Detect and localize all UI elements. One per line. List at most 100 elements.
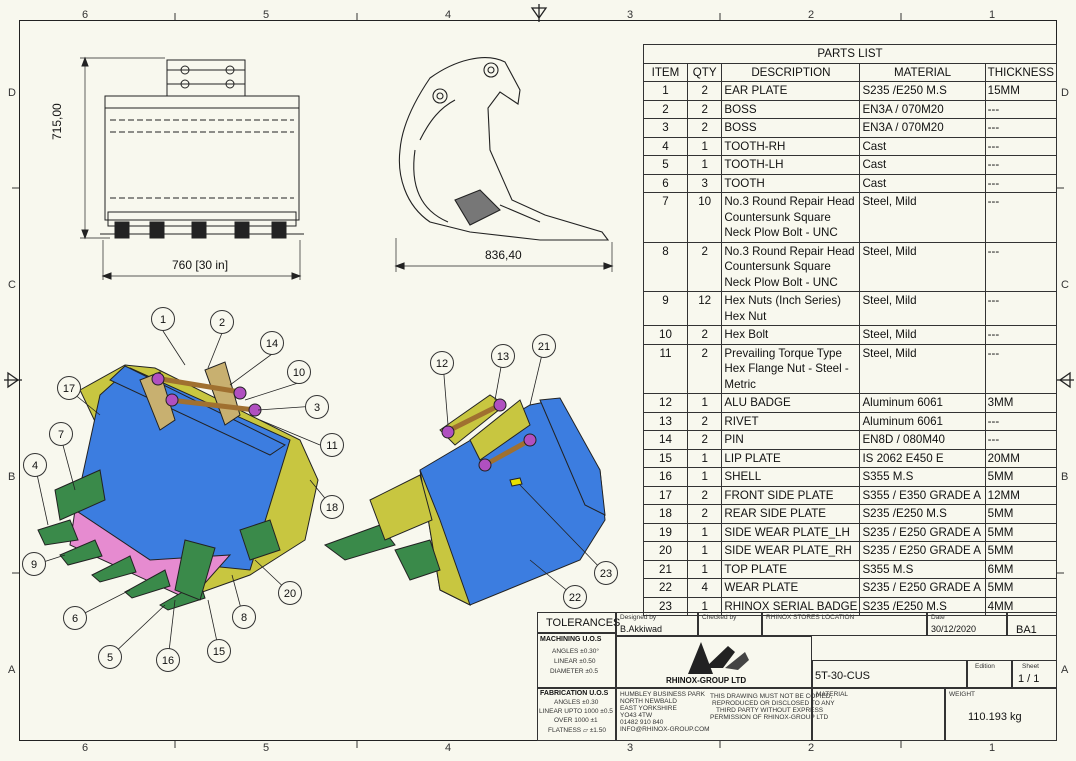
material-cell: S235 / E250 GRADE A (859, 522, 986, 542)
qty-cell: 2 (686, 485, 723, 505)
parts-list-title: PARTS LIST (643, 44, 1057, 64)
balloon-20: 20 (278, 581, 302, 605)
material-cell: Cast (859, 155, 986, 175)
balloon-13: 13 (491, 344, 515, 368)
address-line-2: NORTH NEWBALD (620, 698, 677, 705)
description-cell: WEAR PLATE (721, 578, 861, 598)
description-cell: Hex Nuts (Inch Series) Hex Nut (721, 291, 861, 326)
description-cell: EAR PLATE (721, 81, 861, 101)
notice-line-1: THIS DRAWING MUST NOT BE COPIED, (710, 693, 833, 700)
location-label: RHINOX STORES LOCATION (766, 614, 855, 621)
date-label: Date (931, 614, 945, 621)
balloon-18: 18 (320, 495, 344, 519)
description-cell: TOOTH (721, 173, 861, 193)
sheet-value: 1 / 1 (1018, 673, 1040, 685)
material-cell: S235 / E250 GRADE A (859, 541, 986, 561)
address-line-6: INFO@RHINOX-GROUP.COM (620, 726, 710, 733)
qty-cell: 1 (686, 541, 723, 561)
description-cell: Hex Bolt (721, 325, 861, 345)
thickness-cell: 12MM (984, 485, 1058, 505)
description-cell: RHINOX SERIAL BADGE (721, 596, 861, 616)
header-thickness: THICKNESS (984, 62, 1058, 82)
item-cell: 21 (643, 559, 688, 579)
thickness-cell: 5MM (984, 541, 1058, 561)
description-cell: RIVET (721, 411, 861, 431)
material-cell: S355 M.S (859, 467, 986, 487)
zone-right-A: A (1061, 664, 1069, 676)
weight-value: 110.193 kg (968, 711, 1022, 723)
item-cell: 3 (643, 118, 688, 138)
qty-cell: 2 (686, 325, 723, 345)
material-cell: Steel, Mild (859, 325, 986, 345)
zone-bottom-1: 1 (989, 742, 996, 754)
header-material: MATERIAL (859, 62, 986, 82)
center-mark-right (1056, 371, 1074, 389)
qty-cell: 1 (686, 522, 723, 542)
material-cell: Steel, Mild (859, 291, 986, 326)
thickness-cell: --- (984, 411, 1058, 431)
qty-cell: 2 (686, 99, 723, 119)
checked-by-label: Checked by (702, 614, 737, 621)
item-cell: 13 (643, 411, 688, 431)
balloon-15: 15 (207, 639, 231, 663)
qty-cell: 1 (686, 155, 723, 175)
iso-view-back (323, 394, 606, 607)
address-line-1: HUMBLEY BUSINESS PARK (620, 691, 706, 698)
item-cell: 11 (643, 343, 688, 394)
description-cell: SIDE WEAR PLATE_LH (721, 522, 861, 542)
qty-cell: 3 (686, 173, 723, 193)
header-item: ITEM (643, 62, 688, 82)
qty-cell: 2 (686, 430, 723, 450)
header-qty: QTY (686, 62, 723, 82)
material-cell: S355 M.S (859, 559, 986, 579)
material-cell: Aluminum 6061 (859, 393, 986, 413)
thickness-cell: --- (984, 118, 1058, 138)
qty-cell: 2 (686, 504, 723, 524)
side-view (394, 57, 614, 272)
material-cell: S235 / E250 GRADE A (859, 578, 986, 598)
fabrication-line-3: OVER 1000 ±1 (554, 717, 598, 724)
material-cell: Steel, Mild (859, 192, 986, 243)
balloon-10: 10 (287, 360, 311, 384)
zone-bottom-4: 4 (445, 742, 452, 754)
thickness-cell: --- (984, 99, 1058, 119)
material-cell: S235 /E250 M.S (859, 504, 986, 524)
description-cell: PIN (721, 430, 861, 450)
thickness-cell: --- (984, 192, 1058, 243)
fabrication-line-4: FLATNESS ⏥ ±1.50 (548, 727, 606, 734)
item-cell: 22 (643, 578, 688, 598)
zone-left-C: C (8, 279, 16, 291)
thickness-cell: --- (984, 241, 1058, 292)
company-logo (688, 642, 749, 674)
description-cell: TOOTH-LH (721, 155, 861, 175)
address-line-3: EAST YORKSHIRE (620, 705, 677, 712)
balloon-14: 14 (260, 331, 284, 355)
item-cell: 9 (643, 291, 688, 326)
parts-list-table: PARTS LIST ITEM QTY DESCRIPTION MATERIAL… (643, 44, 1058, 616)
item-cell: 15 (643, 448, 688, 468)
weight-label: WEIGHT (949, 691, 975, 698)
qty-cell: 2 (686, 343, 723, 394)
item-cell: 20 (643, 541, 688, 561)
front-view (80, 56, 304, 280)
thickness-cell: 6MM (984, 559, 1058, 579)
sheet-label: Sheet (1022, 663, 1039, 670)
thickness-cell: --- (984, 325, 1058, 345)
qty-cell: 12 (686, 291, 723, 326)
material-cell: S235 /E250 M.S (859, 81, 986, 101)
item-cell: 5 (643, 155, 688, 175)
description-cell: Prevailing Torque Type Hex Flange Nut - … (721, 343, 861, 394)
qty-cell: 1 (686, 467, 723, 487)
qty-cell: 10 (686, 192, 723, 243)
